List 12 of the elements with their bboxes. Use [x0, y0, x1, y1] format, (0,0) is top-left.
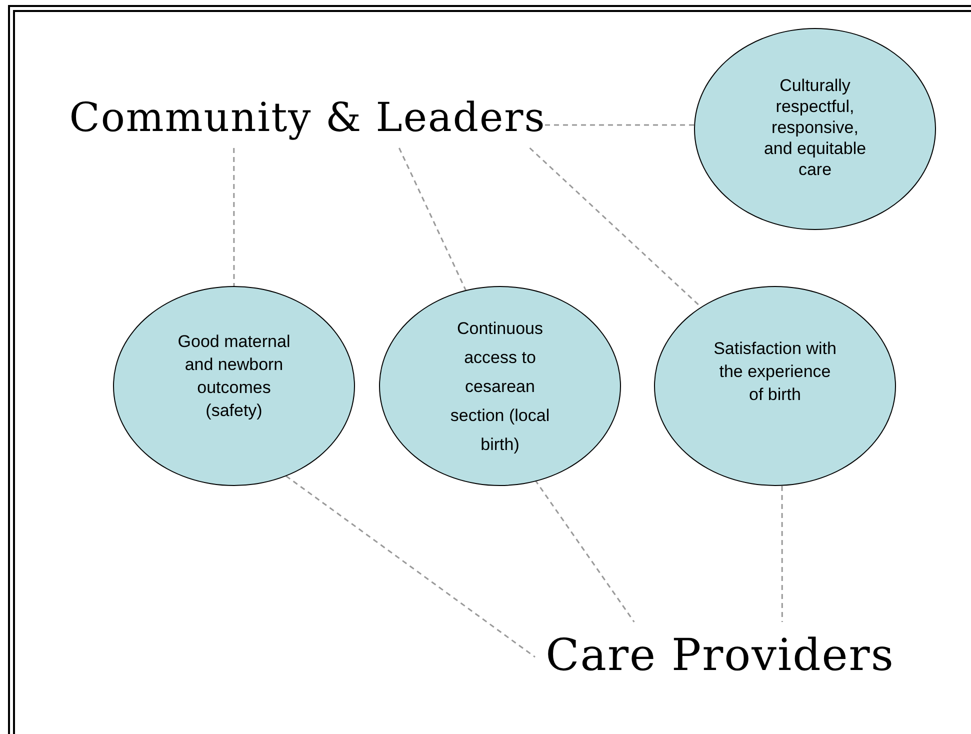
connector-line: [534, 480, 635, 622]
node-text: Continuous access to cesarean section (local birth): [450, 318, 550, 456]
connector-line: [781, 486, 783, 622]
connector-line: [286, 475, 536, 658]
heading-text: Care Providers: [535, 622, 905, 688]
connector-line: [398, 148, 467, 292]
heading-text: Community & Leaders: [70, 88, 545, 148]
connector-line: [233, 148, 235, 286]
node-text: Culturally respectful, responsive, and equitable care: [762, 74, 868, 180]
node-text: Satisfaction with the experience of birth: [712, 338, 838, 406]
node-text: Good maternal and newborn outcomes (safety): [176, 331, 292, 422]
connector-line: [545, 124, 694, 126]
